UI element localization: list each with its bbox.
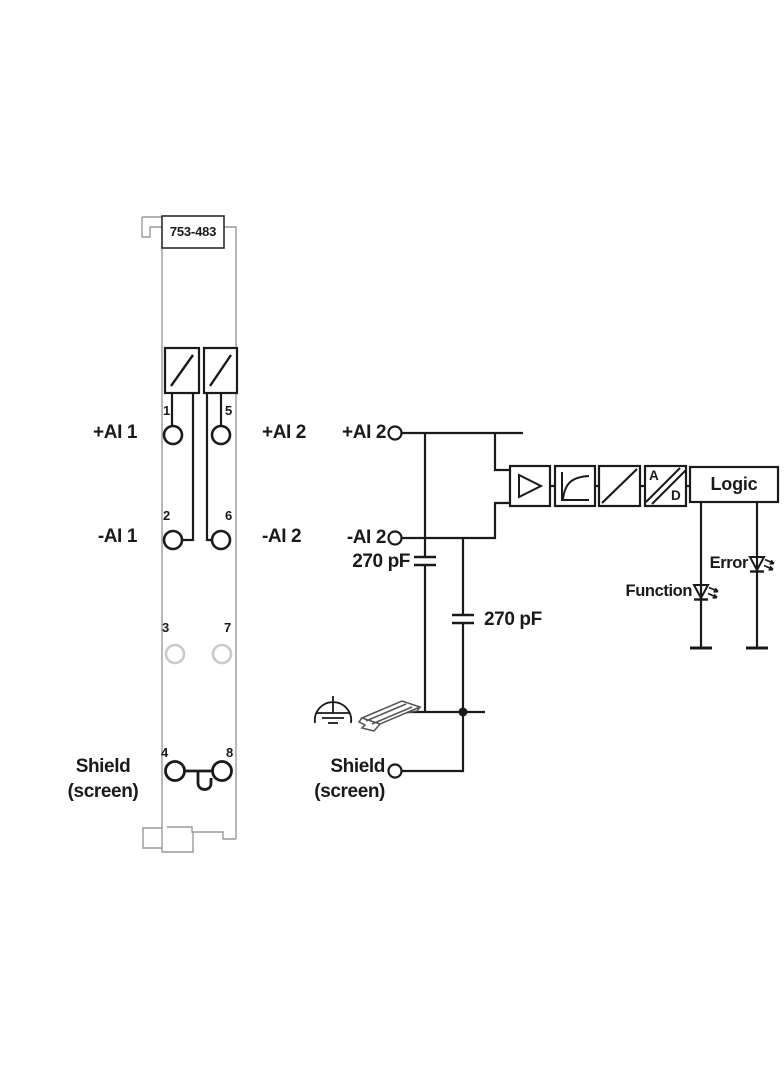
label-schematic-screen: (screen) (314, 781, 385, 802)
label-ai1-minus: -AI 1 (97, 526, 138, 547)
terminal-2-number: 2 (163, 508, 171, 523)
adc-icon (645, 467, 687, 505)
part-number-box (161, 215, 225, 249)
terminal-4-circle (164, 760, 186, 782)
terminal-6-circle (210, 529, 232, 551)
error-led-label: Error (709, 554, 749, 572)
capacitor-1-icon (414, 555, 436, 567)
label-ai1-plus: +AI 1 (93, 422, 137, 443)
isolation-icon (601, 468, 638, 504)
junction-dot (458, 707, 468, 717)
shield-terminal-circle (387, 763, 403, 779)
module-outline (141, 216, 237, 853)
terminal-5-number: 5 (225, 403, 233, 418)
terminal-8-number: 8 (226, 745, 234, 760)
logic-box (688, 465, 780, 504)
terminal-5-circle (210, 424, 232, 446)
label-ai2-plus: +AI 2 (262, 422, 306, 443)
label-capacitor-1: 270 pF (352, 551, 410, 572)
label-ai2-minus: -AI 2 (262, 526, 302, 547)
plus-ai2-terminal-circle (387, 425, 403, 441)
terminal-6-number: 6 (225, 508, 233, 523)
logic-label: Logic (710, 474, 758, 494)
terminal-1-circle (162, 424, 184, 446)
label-module-screen: (screen) (67, 781, 139, 802)
terminal-4-number: 4 (161, 745, 169, 760)
input-clamp-symbol-2 (202, 346, 239, 395)
shield-jumper-icon (185, 769, 213, 791)
adc-d-label: D (671, 488, 681, 503)
terminal-7-circle (211, 643, 233, 665)
filter-curve-icon (561, 472, 590, 501)
module-wires (170, 393, 223, 542)
label-module-shield: Shield (75, 756, 131, 777)
capacitor-2-icon (452, 613, 474, 625)
label-schematic-shield: Shield (330, 756, 385, 777)
function-led-label: Function (625, 582, 693, 600)
terminal-3-number: 3 (162, 620, 170, 635)
led-wires (699, 502, 759, 648)
error-led-icon (748, 556, 775, 573)
minus-ai2-terminal-circle (387, 530, 403, 546)
terminal-3-circle (164, 643, 186, 665)
terminal-2-circle (162, 529, 184, 551)
amplifier-icon (518, 473, 544, 499)
label-capacitor-2: 270 pF (484, 609, 542, 630)
part-number-label: 753-483 (169, 224, 217, 239)
earth-ground-icon (313, 696, 353, 724)
terminal-1-number: 1 (163, 403, 171, 418)
input-clamp-symbol-1 (163, 346, 201, 395)
function-led-icon (692, 584, 719, 601)
label-schematic-ai2-plus: +AI 2 (342, 422, 386, 443)
adc-box (643, 464, 688, 508)
terminal-8-circle (211, 760, 233, 782)
label-schematic-ai2-minus: -AI 2 (346, 527, 387, 548)
terminal-7-number: 7 (224, 620, 232, 635)
amplifier-box (508, 464, 552, 508)
shield-terminals (164, 760, 233, 782)
din-rail-icon (357, 700, 423, 732)
adc-a-label: A (649, 468, 659, 483)
